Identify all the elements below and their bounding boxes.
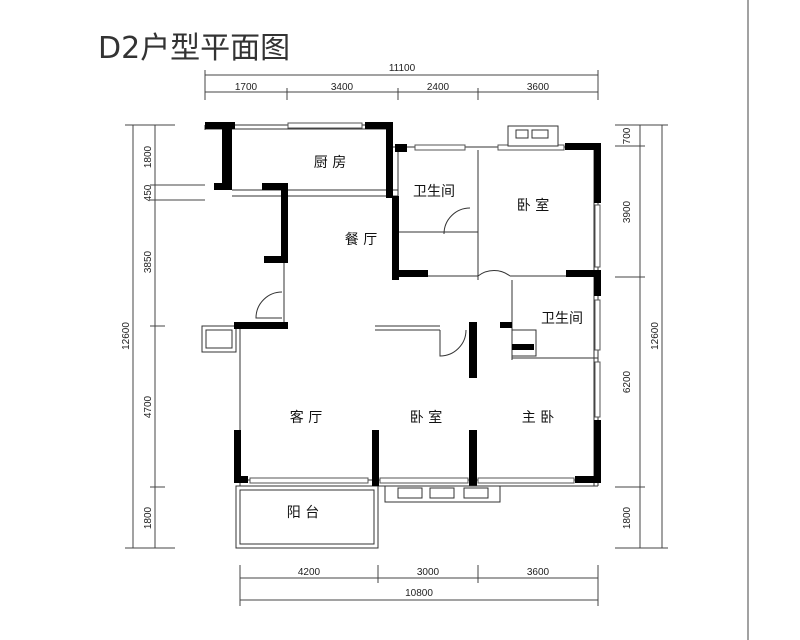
dim-top-total: 11100 xyxy=(389,63,416,74)
dim-top-seg-3: 2400 xyxy=(427,82,450,93)
dim-top-seg-1: 1700 xyxy=(235,82,258,93)
left-dimensions: 1800 450 3850 4700 1800 12600 xyxy=(121,124,205,549)
dim-bottom-total: 10800 xyxy=(405,588,433,599)
dim-bottom-seg-1: 4200 xyxy=(298,567,321,578)
dim-right-seg-3: 6200 xyxy=(622,370,633,393)
room-label-bedroom-mid: 卧 室 xyxy=(410,409,442,426)
door-swings xyxy=(255,207,537,357)
dim-left-total: 12600 xyxy=(121,322,132,350)
ac-units-bottom xyxy=(384,485,501,503)
dim-left-seg-1: 1800 xyxy=(143,145,154,168)
dim-top-seg-4: 3600 xyxy=(527,82,550,93)
room-label-balcony: 阳 台 xyxy=(287,505,319,521)
dim-bottom-seg-2: 3000 xyxy=(417,567,440,578)
dim-right-seg-1: 700 xyxy=(622,127,633,144)
windows xyxy=(249,122,601,484)
room-label-bedroom-ne: 卧 室 xyxy=(517,197,549,214)
top-dimensions: 11100 1700 3400 2400 3600 xyxy=(204,63,599,100)
structural-walls xyxy=(205,122,601,486)
room-labels: 厨 房 卫生间 卧 室 餐 厅 卫生间 客 厅 卧 室 主 卧 阳 台 xyxy=(287,155,583,521)
ac-unit-top xyxy=(507,125,559,147)
dim-left-seg-5: 1800 xyxy=(143,506,154,529)
dim-right-total: 12600 xyxy=(650,322,661,350)
dim-left-seg-4: 4700 xyxy=(143,395,154,418)
room-label-dining: 餐 厅 xyxy=(345,232,377,248)
dim-left-seg-3: 3850 xyxy=(143,250,154,273)
room-label-bath-right: 卫生间 xyxy=(541,311,583,327)
bottom-dimensions: 4200 3000 3600 10800 xyxy=(239,565,599,606)
room-label-kitchen: 厨 房 xyxy=(314,155,346,171)
dim-right-seg-2: 3900 xyxy=(622,200,633,223)
dim-top-seg-2: 3400 xyxy=(331,82,354,93)
room-label-master: 主 卧 xyxy=(522,410,554,426)
room-label-living: 客 厅 xyxy=(290,409,322,426)
room-label-bath-top: 卫生间 xyxy=(413,184,455,200)
dim-right-seg-4: 1800 xyxy=(622,506,633,529)
plan-title: D2户型平面图 xyxy=(98,31,290,66)
dim-bottom-seg-3: 3600 xyxy=(527,567,550,578)
outline-walls xyxy=(201,124,599,549)
dim-left-seg-2: 450 xyxy=(143,184,154,201)
right-dimensions: 700 3900 6200 1800 12600 xyxy=(615,124,668,549)
